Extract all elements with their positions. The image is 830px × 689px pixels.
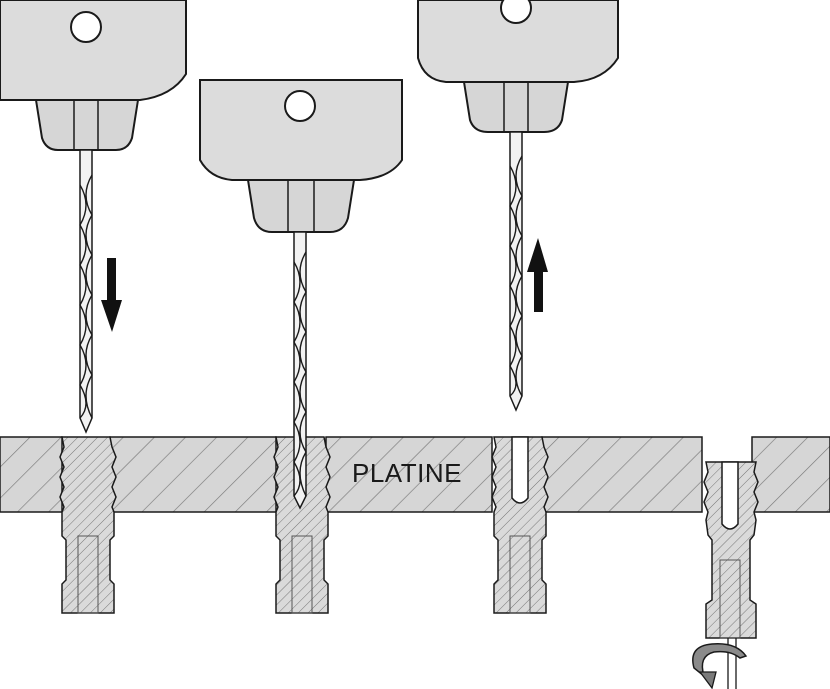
insert-2 <box>273 436 331 614</box>
insert-1 <box>59 436 117 614</box>
plate-segment-2 <box>109 436 277 513</box>
plate <box>0 436 830 513</box>
arrow-up-icon <box>527 238 548 312</box>
insert-3 <box>491 436 549 614</box>
rotate-icon <box>692 643 748 689</box>
drill-3 <box>417 0 619 412</box>
drill-2 <box>199 79 403 510</box>
plate-label: PLATINE <box>352 458 462 488</box>
insert-4 <box>703 461 759 689</box>
plate-segment-4 <box>541 436 703 513</box>
drill-1 <box>0 0 187 434</box>
plate-segment-3 <box>325 436 493 513</box>
arrow-down-icon <box>101 258 122 332</box>
plate-segment-5 <box>751 436 830 513</box>
plate-segment-1 <box>0 436 63 513</box>
